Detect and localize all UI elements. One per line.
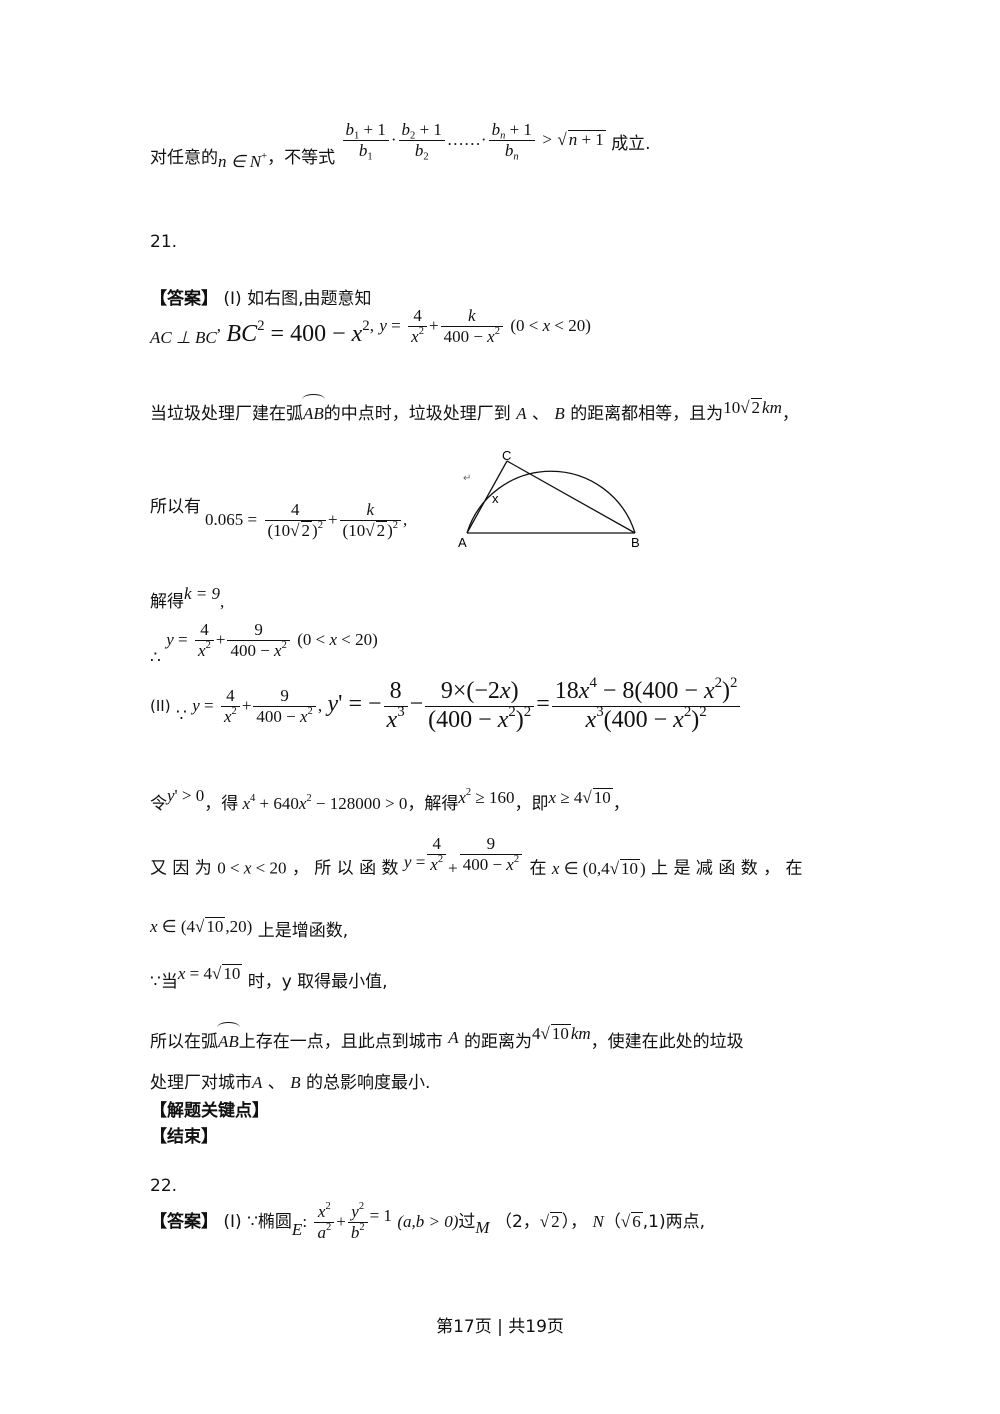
- part-text: 如右图,由题意知: [247, 289, 372, 309]
- y-function: y =: [379, 316, 401, 336]
- label-b: B: [631, 535, 640, 550]
- label-a: A: [458, 535, 467, 550]
- page-footer: 第17页 | 共19页: [436, 1317, 564, 1337]
- segment-ac: [466, 460, 508, 534]
- answer-label: 【答案】: [150, 289, 218, 309]
- question-22-number: 22.: [150, 1176, 178, 1196]
- question-21-number: 21.: [150, 232, 178, 252]
- q21-midpoint-line: 当垃圾处理厂建在弧AB的中点时，垃圾处理厂到 A 、 B 的距离都相等，且为10…: [150, 394, 799, 424]
- q21-inequality-solve: 令y' > 0，得 x4 + 640x2 − 128000 > 0，解得x2 ≥…: [150, 786, 630, 814]
- text-mid: ，不等式: [267, 148, 336, 169]
- q21-equation-065: 0.065 = 4(10√2)2+k(10√2)2,: [205, 500, 408, 540]
- text-prefix: 对任意的: [150, 148, 218, 169]
- q21-increasing-line: x ∈ (4√10,20) 上是增函数,: [150, 917, 349, 941]
- text-suffix: 成立.: [611, 134, 651, 155]
- ac-perp-bc: AC ⊥ BC: [150, 328, 217, 348]
- arc-ab: AB: [302, 394, 325, 424]
- end-label: 【结束】: [150, 1127, 218, 1147]
- q21-so-have: 所以有: [150, 497, 201, 517]
- segment-cb: [506, 460, 636, 534]
- q21-conclusion-line-2: 处理厂对城市A 、 B 的总影响度最小.: [150, 1073, 431, 1093]
- part-label: (I): [223, 289, 242, 309]
- q21-min-line: ∵当x = 4√10 时，y 取得最小值,: [150, 964, 388, 992]
- bc-squared: BC2 = 400 − x2: [226, 317, 370, 348]
- semicircle-arc: [466, 470, 636, 534]
- n-in-N: n ∈ N+: [218, 151, 268, 172]
- label-c: C: [502, 448, 511, 463]
- q21-answer-line: 【答案】 (I) 如右图,由题意知: [150, 284, 372, 309]
- q21-solve-k: 解得k = 9,: [150, 584, 225, 612]
- semicircle-figure: C x A B ↵: [458, 448, 640, 550]
- return-mark: ↵: [463, 473, 471, 484]
- label-x: x: [492, 491, 499, 506]
- k-value: k = 9: [184, 584, 221, 603]
- key-points-label: 【解题关键点】: [150, 1101, 269, 1121]
